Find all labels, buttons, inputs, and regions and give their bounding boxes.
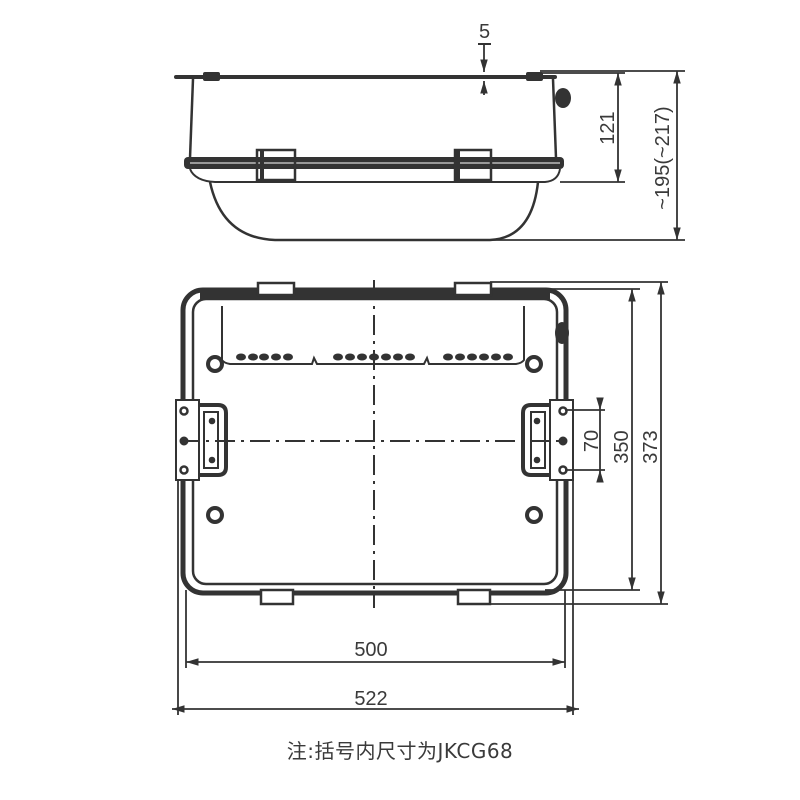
dim-outer-width: 522 bbox=[354, 688, 387, 710]
plan-view-dimensions bbox=[172, 281, 668, 715]
dim-outer-depth: 373 bbox=[640, 430, 662, 463]
side-view bbox=[174, 72, 571, 242]
dim-inner-depth: 350 bbox=[611, 430, 633, 463]
footnote: 注:括号内尺寸为JKCG68 bbox=[286, 739, 514, 763]
dim-top-offset: 5 bbox=[479, 21, 490, 43]
dim-bracket-spacing: 70 bbox=[581, 430, 603, 452]
dim-inner-width: 500 bbox=[354, 639, 387, 661]
side-view-dimensions bbox=[300, 43, 685, 241]
plan-view bbox=[175, 280, 574, 608]
terminal-row bbox=[236, 353, 513, 361]
dim-total-height: ~195(~217) bbox=[652, 106, 674, 209]
dim-body-height: 121 bbox=[597, 111, 619, 144]
